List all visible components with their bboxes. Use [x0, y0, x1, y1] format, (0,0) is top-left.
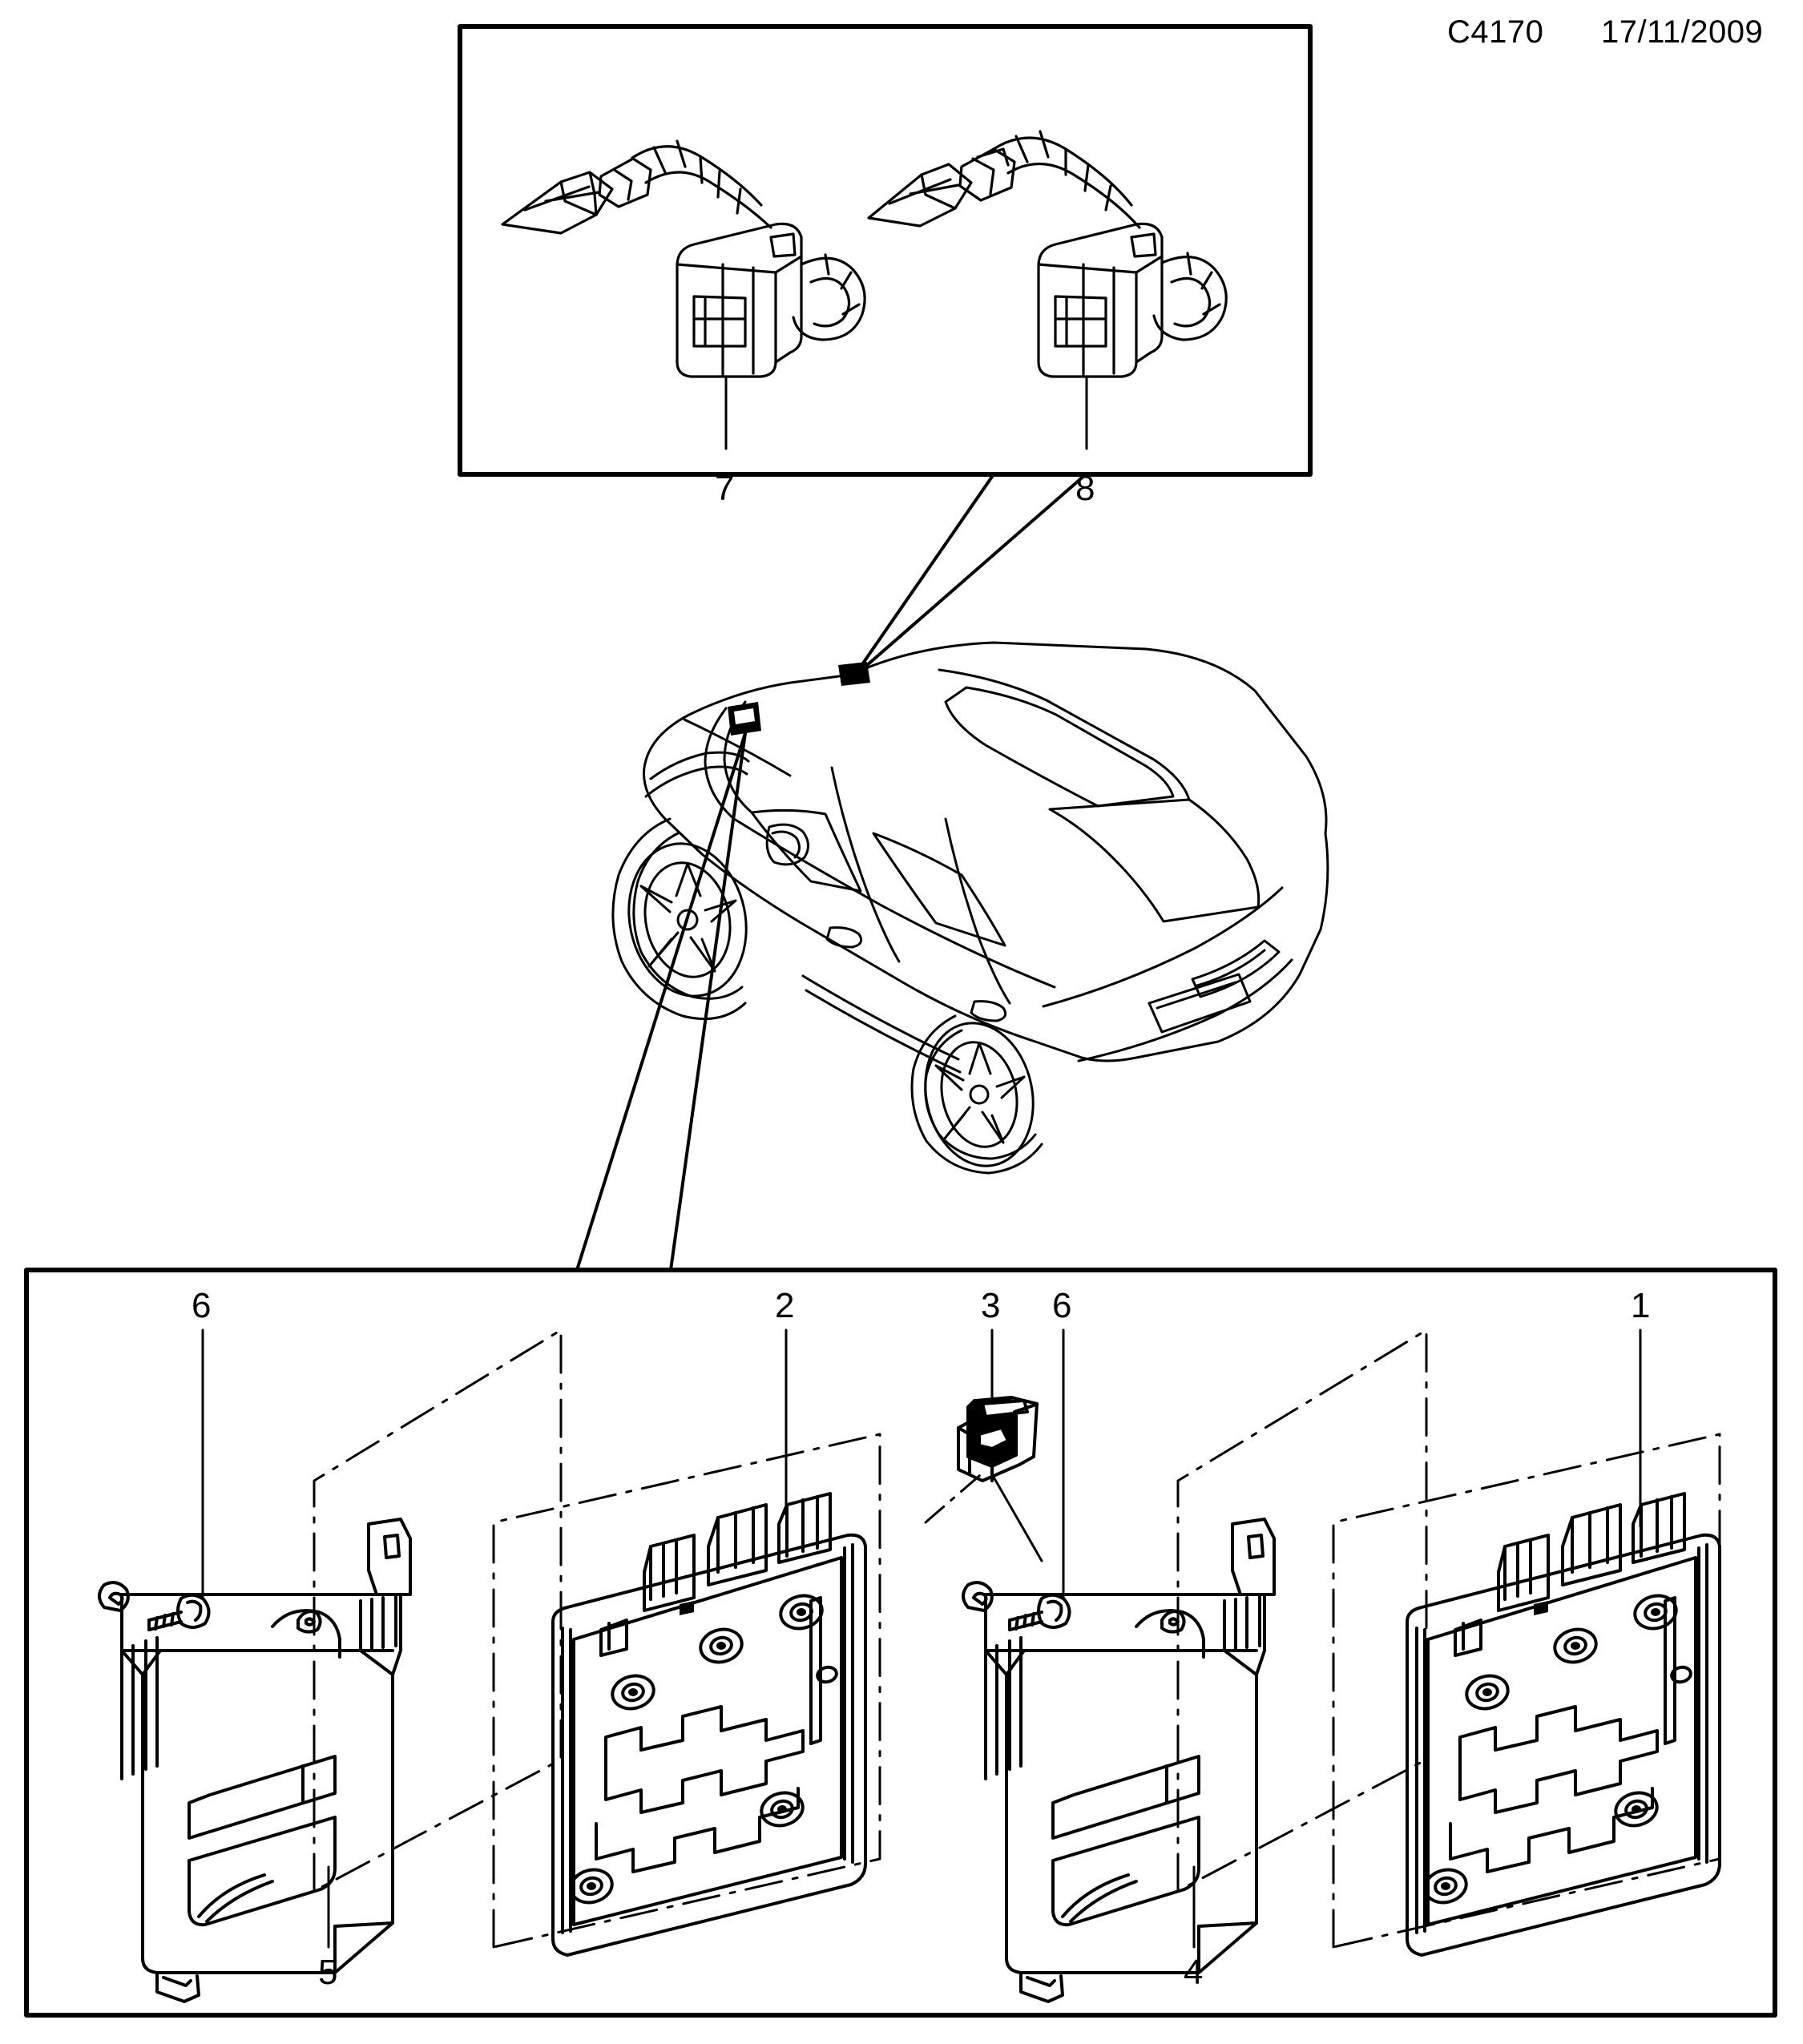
callout-label-6-left: 6 [192, 1286, 212, 1325]
connector-3 [957, 1396, 1039, 1482]
phantom-outline-left [313, 1328, 563, 1893]
leader-car-to-inset-bottom [575, 732, 747, 1272]
callout-label-4: 4 [1184, 1953, 1204, 1992]
phantom-outline-left-module [492, 1433, 881, 1949]
inset-bottom-frame [24, 1268, 1777, 2018]
leader-inset-top-to-car [852, 473, 1087, 679]
callout-label-6-mid: 6 [1052, 1286, 1072, 1325]
callout-label-3: 3 [981, 1286, 1001, 1325]
drawing-code: C4170 [1447, 14, 1544, 50]
screw-6-mid [1008, 1593, 1071, 1631]
antenna-module-8 [867, 130, 1228, 450]
antenna-module-7 [501, 139, 866, 450]
callout-leaders-bottom [201, 1328, 1642, 1949]
control-module-1 [1406, 1492, 1721, 1957]
callout-label-1: 1 [1631, 1286, 1651, 1325]
screw-6-left [147, 1593, 211, 1631]
callout-label-2: 2 [775, 1286, 795, 1325]
drawing-date: 17/11/2009 [1601, 14, 1764, 50]
vehicle-sedan [611, 641, 1329, 1175]
control-module-2 [551, 1492, 867, 1957]
phantom-outline-right [1176, 1328, 1428, 1893]
callout-label-7: 7 [715, 469, 735, 508]
inset-top-frame [458, 24, 1313, 477]
callout-label-8: 8 [1075, 469, 1095, 508]
phantom-outline-right-module [1332, 1433, 1721, 1949]
bracket-5 [98, 1518, 412, 2003]
bracket-4 [962, 1518, 1276, 2003]
callout-label-5: 5 [318, 1953, 338, 1992]
